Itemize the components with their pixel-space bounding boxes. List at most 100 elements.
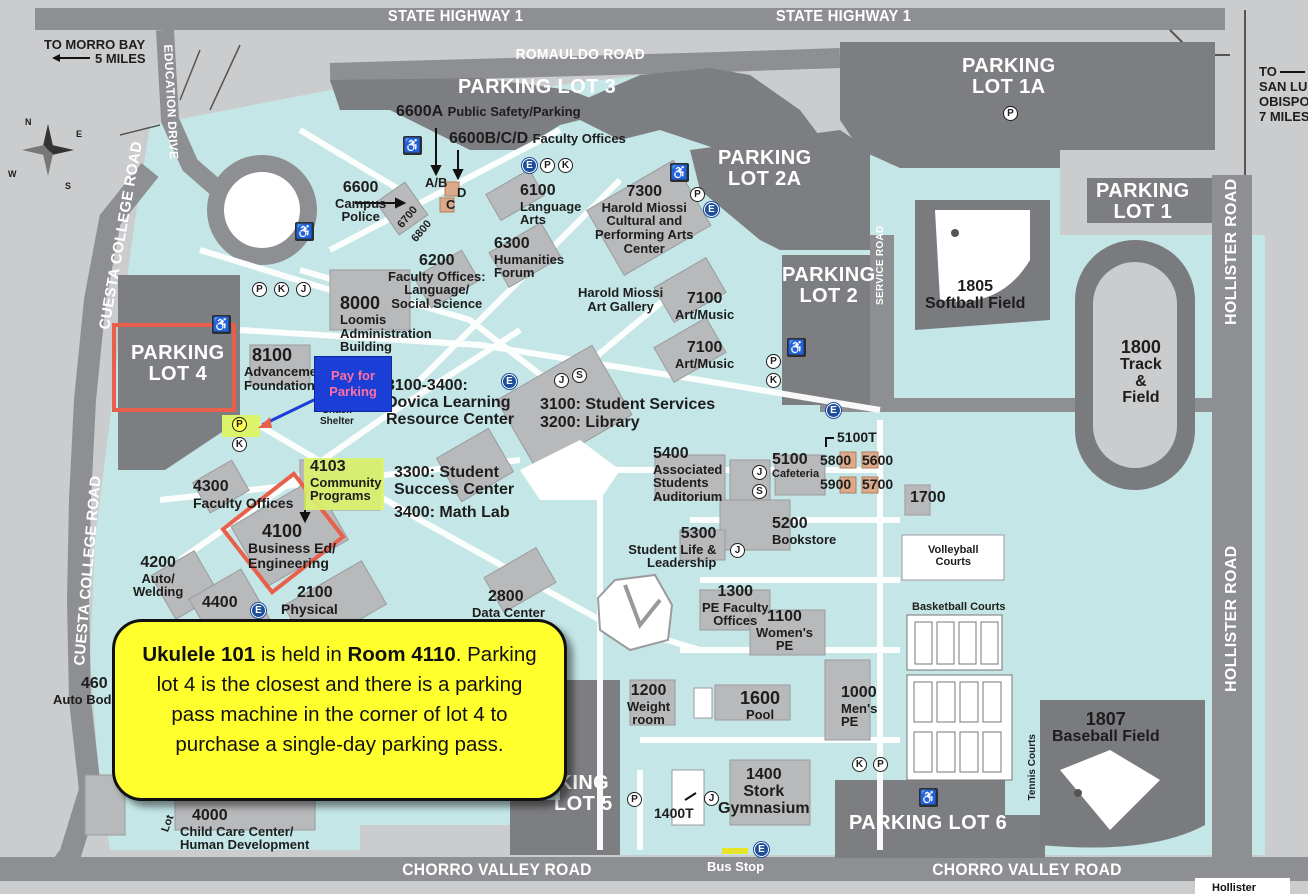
parking-icon: P — [766, 354, 781, 369]
kiosk-icon: K — [852, 757, 867, 772]
parking-icon: P — [690, 187, 705, 202]
compass-w: W — [8, 169, 17, 179]
compass-s: S — [65, 181, 72, 191]
accessible-parking-icon: ♿ — [919, 788, 938, 807]
bldg-6600bcd-label: 6600B/C/D Faculty Offices — [449, 130, 626, 147]
callout-text-2: . Parking lot 4 is the closest and there… — [156, 643, 537, 756]
accessible-parking-icon: ♿ — [787, 338, 806, 357]
ukulele-info-callout: Ukulele 101 is held in Room 4110. Parkin… — [112, 619, 567, 801]
info-j-icon: J — [730, 543, 745, 558]
romauldo-road — [329, 48, 841, 83]
emergency-phone-icon: E — [754, 842, 769, 857]
bldg-ab-label: A/B — [425, 175, 448, 190]
lot-4-highlight — [112, 323, 236, 412]
to-slo-label-3: OBISPO — [1259, 94, 1308, 109]
emergency-phone-icon: E — [251, 603, 266, 618]
parking-lot-3-shape — [330, 78, 620, 150]
bldg-6600a-label: 6600A Public Safety/Parking — [396, 103, 581, 120]
parking-icon: P — [540, 158, 555, 173]
bldg-3400-label: 3400: Math Lab — [394, 504, 510, 521]
kiosk-icon: K — [558, 158, 573, 173]
callout-text-1: is held in — [255, 643, 348, 666]
to-slo-label-2: SAN LUI — [1259, 79, 1308, 94]
bldg-4400-label: 4400 — [202, 594, 238, 611]
accessible-parking-icon: ♿ — [403, 136, 422, 155]
compass-rose — [22, 124, 74, 176]
morro-bay-distance: 5 MILES — [95, 51, 146, 66]
kiosk-icon: K — [232, 437, 247, 452]
bldg-5600-label: 5600 — [862, 452, 894, 468]
to-slo-label-4: 7 MILES — [1259, 109, 1308, 124]
accessible-parking-icon: ♿ — [670, 163, 689, 182]
hollister-road-label-b: HOLLISTER ROAD — [1223, 545, 1240, 692]
parking-icon: P — [252, 282, 267, 297]
parking-icon: P — [627, 792, 642, 807]
to-slo-label-1: TO — [1259, 64, 1277, 79]
chorro-valley-road-label-b: CHORRO VALLEY ROAD — [932, 860, 1122, 879]
bldg-1700-label: 1700 — [910, 489, 946, 506]
to-morro-bay-label: TO MORRO BAY — [44, 37, 146, 52]
romauldo-road-label: ROMAULDO ROAD — [515, 46, 645, 63]
bldg-5100t-label: 5100T — [837, 429, 877, 445]
accessible-parking-icon: ♿ — [212, 315, 231, 334]
highway-1-label-a: STATE HIGHWAY 1 — [387, 8, 524, 25]
kiosk-icon: K — [274, 282, 289, 297]
cuesta-college-road — [31, 163, 159, 894]
parking-lot-3-right — [560, 68, 830, 155]
highway-1-label-b: STATE HIGHWAY 1 — [775, 8, 912, 25]
building-footprints — [84, 159, 931, 836]
bldg-1400t-label: 1400T — [654, 805, 694, 821]
parking-lot-2a-shape — [690, 130, 870, 250]
hollister-road — [1212, 175, 1252, 857]
atm-icon: S — [572, 368, 587, 383]
hollister-fragment-label: Hollister — [1212, 882, 1257, 894]
parking-lot-1a-shape — [840, 42, 1215, 168]
bldg-d-label: D — [457, 185, 467, 200]
atm-icon: S — [752, 484, 767, 499]
compass-n: N — [25, 117, 32, 127]
emergency-phone-icon: E — [522, 158, 537, 173]
bldg-5700-label: 5700 — [862, 476, 894, 492]
bus-stop-label: Bus Stop — [707, 859, 765, 874]
emergency-phone-icon: E — [502, 374, 517, 389]
parking-icon: P — [1003, 106, 1018, 121]
emergency-phone-icon: E — [826, 403, 841, 418]
callout-room: Room 4110 — [347, 643, 456, 666]
parking-icon: P — [873, 757, 888, 772]
parking-lot-2-shape — [782, 255, 870, 405]
emergency-phone-icon: E — [704, 202, 719, 217]
chorro-valley-road — [0, 857, 1308, 881]
